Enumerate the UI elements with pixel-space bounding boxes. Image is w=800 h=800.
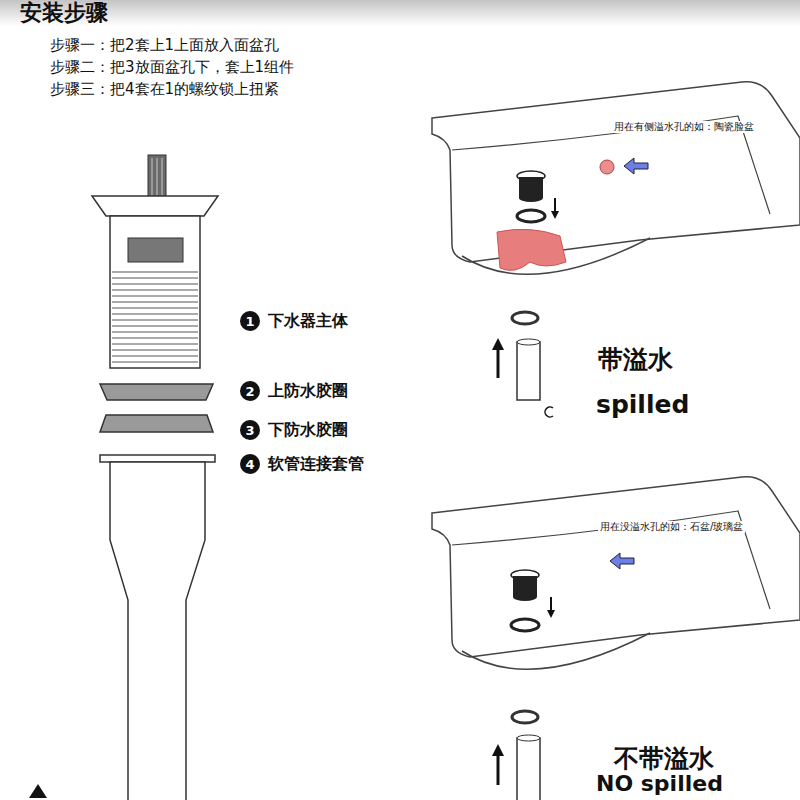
basin-inner-wall [452, 116, 770, 214]
type-heading: 带溢水 [598, 345, 673, 375]
drain-bottom [513, 593, 537, 601]
overflow-hole [600, 160, 614, 174]
type-heading: NO spilled [596, 771, 723, 797]
basin-outline [432, 477, 800, 657]
cutaway-hole [497, 229, 566, 270]
pointer-arrow [624, 158, 648, 174]
hose-sleeve [110, 462, 205, 800]
callout-number: 4 [240, 454, 260, 474]
arrow-head [492, 338, 504, 350]
basin-outline [432, 82, 800, 262]
callout-number: 2 [240, 381, 260, 401]
upper-gasket [100, 384, 213, 400]
basin-inner-wall [452, 511, 770, 609]
drain-flange [92, 196, 218, 216]
drain-window [128, 238, 183, 262]
callout-number: 3 [240, 420, 260, 440]
step-text: 步骤二：把3放面盆孔下，套上1组件 [50, 58, 294, 76]
drain-body [110, 216, 200, 368]
sleeve-tube [517, 342, 540, 400]
arrow-shaft [497, 754, 500, 785]
tube-top [517, 339, 540, 345]
sleeve-lip [100, 455, 215, 462]
page-title: 安装步骤 [20, 0, 108, 26]
type-heading: spilled [596, 390, 689, 420]
part-name: 下水器主体 [268, 311, 348, 330]
arrow-head [492, 744, 504, 756]
gasket-ring [511, 619, 539, 631]
part-name: 软管连接套管 [268, 454, 364, 473]
clip-ring [545, 407, 553, 417]
callout-text: 3 [245, 424, 254, 437]
step-text: 步骤三：把4套在1的螺纹锁上扭紧 [50, 80, 279, 98]
arrow-shaft [550, 597, 552, 611]
arrow-shaft [554, 198, 556, 212]
callout-text: 1 [245, 315, 254, 328]
header-band [0, 0, 800, 26]
warning-sign [29, 784, 47, 798]
usage-note: 用在有侧溢水孔的如：陶瓷脸盆 [612, 121, 756, 133]
gasket-ring [517, 210, 545, 222]
type-heading: 不带溢水 [614, 744, 714, 774]
step-text: 步骤一：把2套上1上面放入面盆孔 [50, 36, 279, 54]
arrow-head [551, 211, 559, 219]
pointer-arrow [610, 553, 634, 569]
arrow-head [547, 610, 555, 618]
lower-gasket [100, 415, 213, 432]
sleeve-tube [517, 738, 540, 800]
usage-note: 用在没溢水孔的如：石盆/玻璃盆 [598, 521, 745, 533]
basin-overflow [432, 82, 800, 274]
callout-text: 4 [245, 458, 254, 471]
callout-text: 2 [245, 385, 254, 398]
basin-bowl [462, 633, 650, 669]
part-name: 上防水胶圈 [268, 381, 348, 400]
tube-top [517, 735, 540, 741]
basin-no-overflow [432, 477, 800, 669]
thread-ribs [112, 272, 198, 362]
callout-number: 1 [240, 311, 260, 331]
arrow-shaft [497, 348, 500, 378]
stem-ribs [152, 158, 162, 195]
drain-stem [148, 155, 166, 197]
part-name: 下防水胶圈 [268, 420, 348, 439]
gasket-ring [512, 312, 538, 324]
drain-bottom [519, 194, 543, 202]
gasket-ring [512, 711, 538, 723]
